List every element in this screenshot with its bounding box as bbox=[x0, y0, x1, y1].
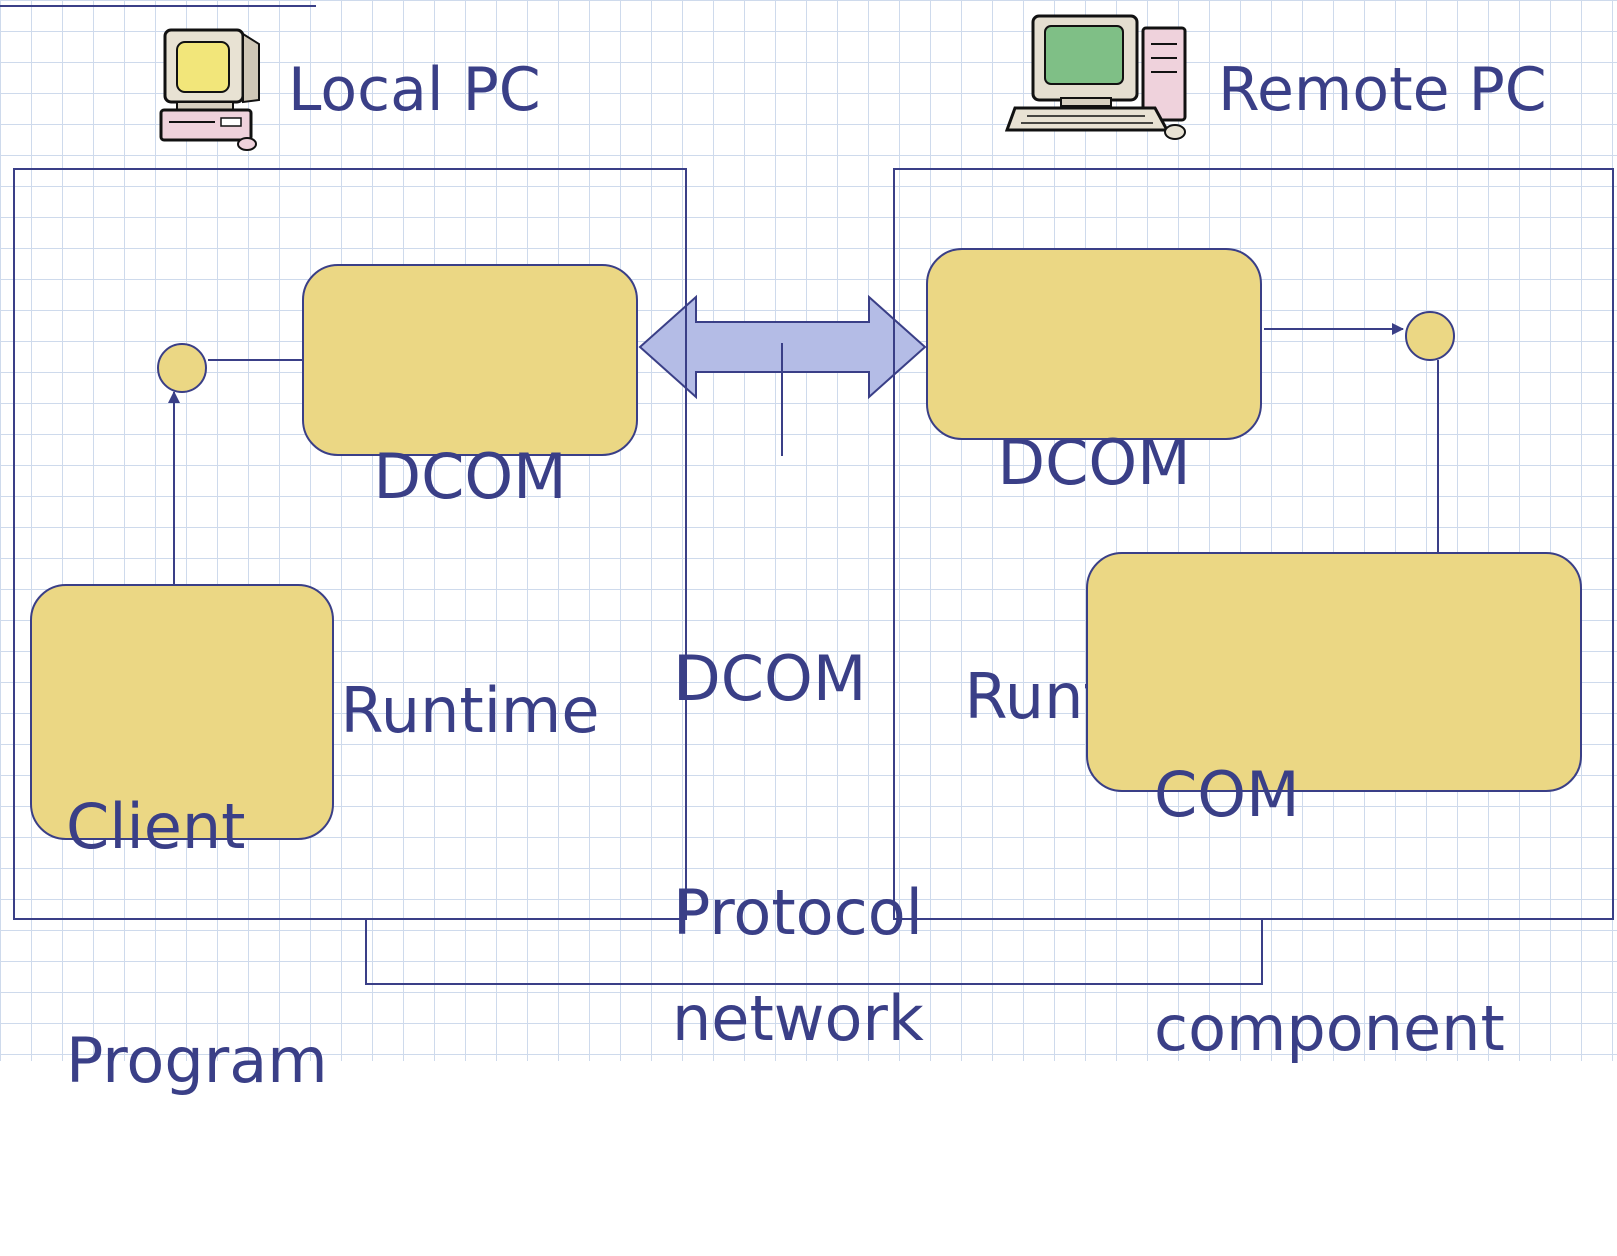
dcom-protocol-label: DCOM Protocol bbox=[673, 484, 923, 1030]
local-dcom-runtime-label: DCOM Runtime bbox=[304, 282, 636, 906]
remote-dcom-runtime-line1: DCOM bbox=[997, 426, 1191, 499]
com-component-line1: COM bbox=[1154, 758, 1300, 831]
local-dcom-runtime-line1: DCOM bbox=[373, 440, 567, 513]
local-pc-frame bbox=[13, 168, 687, 920]
local-pc-title: Local PC bbox=[288, 55, 541, 125]
workstation-computer-icon bbox=[1005, 14, 1187, 140]
com-component-label: COM component bbox=[1154, 600, 1505, 1224]
com-component-line2: component bbox=[1154, 992, 1505, 1065]
local-interface-circle bbox=[157, 343, 207, 393]
local-dcom-runtime-line2: Runtime bbox=[340, 674, 600, 747]
network-label: network bbox=[672, 982, 924, 1055]
local-dcom-runtime-box: DCOM Runtime bbox=[302, 264, 638, 747]
client-program-box: Client Program bbox=[30, 584, 334, 1097]
dcom-protocol-line1: DCOM bbox=[673, 642, 867, 715]
remote-pc-title: Remote PC bbox=[1218, 55, 1547, 125]
client-program-line1: Client bbox=[66, 790, 246, 863]
grid-background bbox=[0, 0, 1617, 1061]
dcom-protocol-line2: Protocol bbox=[673, 876, 923, 949]
client-program-line2: Program bbox=[66, 1024, 328, 1097]
diagram-connectors bbox=[0, 5, 1455, 985]
desktop-computer-icon bbox=[159, 28, 260, 151]
com-component-box: COM component bbox=[1086, 552, 1582, 1065]
remote-dcom-runtime-box: DCOM Runtime bbox=[926, 248, 1262, 733]
remote-interface-circle bbox=[1405, 311, 1455, 361]
remote-pc-frame bbox=[893, 168, 1614, 920]
client-program-label: Client Program bbox=[66, 632, 328, 1256]
network-bracket bbox=[365, 920, 1263, 985]
